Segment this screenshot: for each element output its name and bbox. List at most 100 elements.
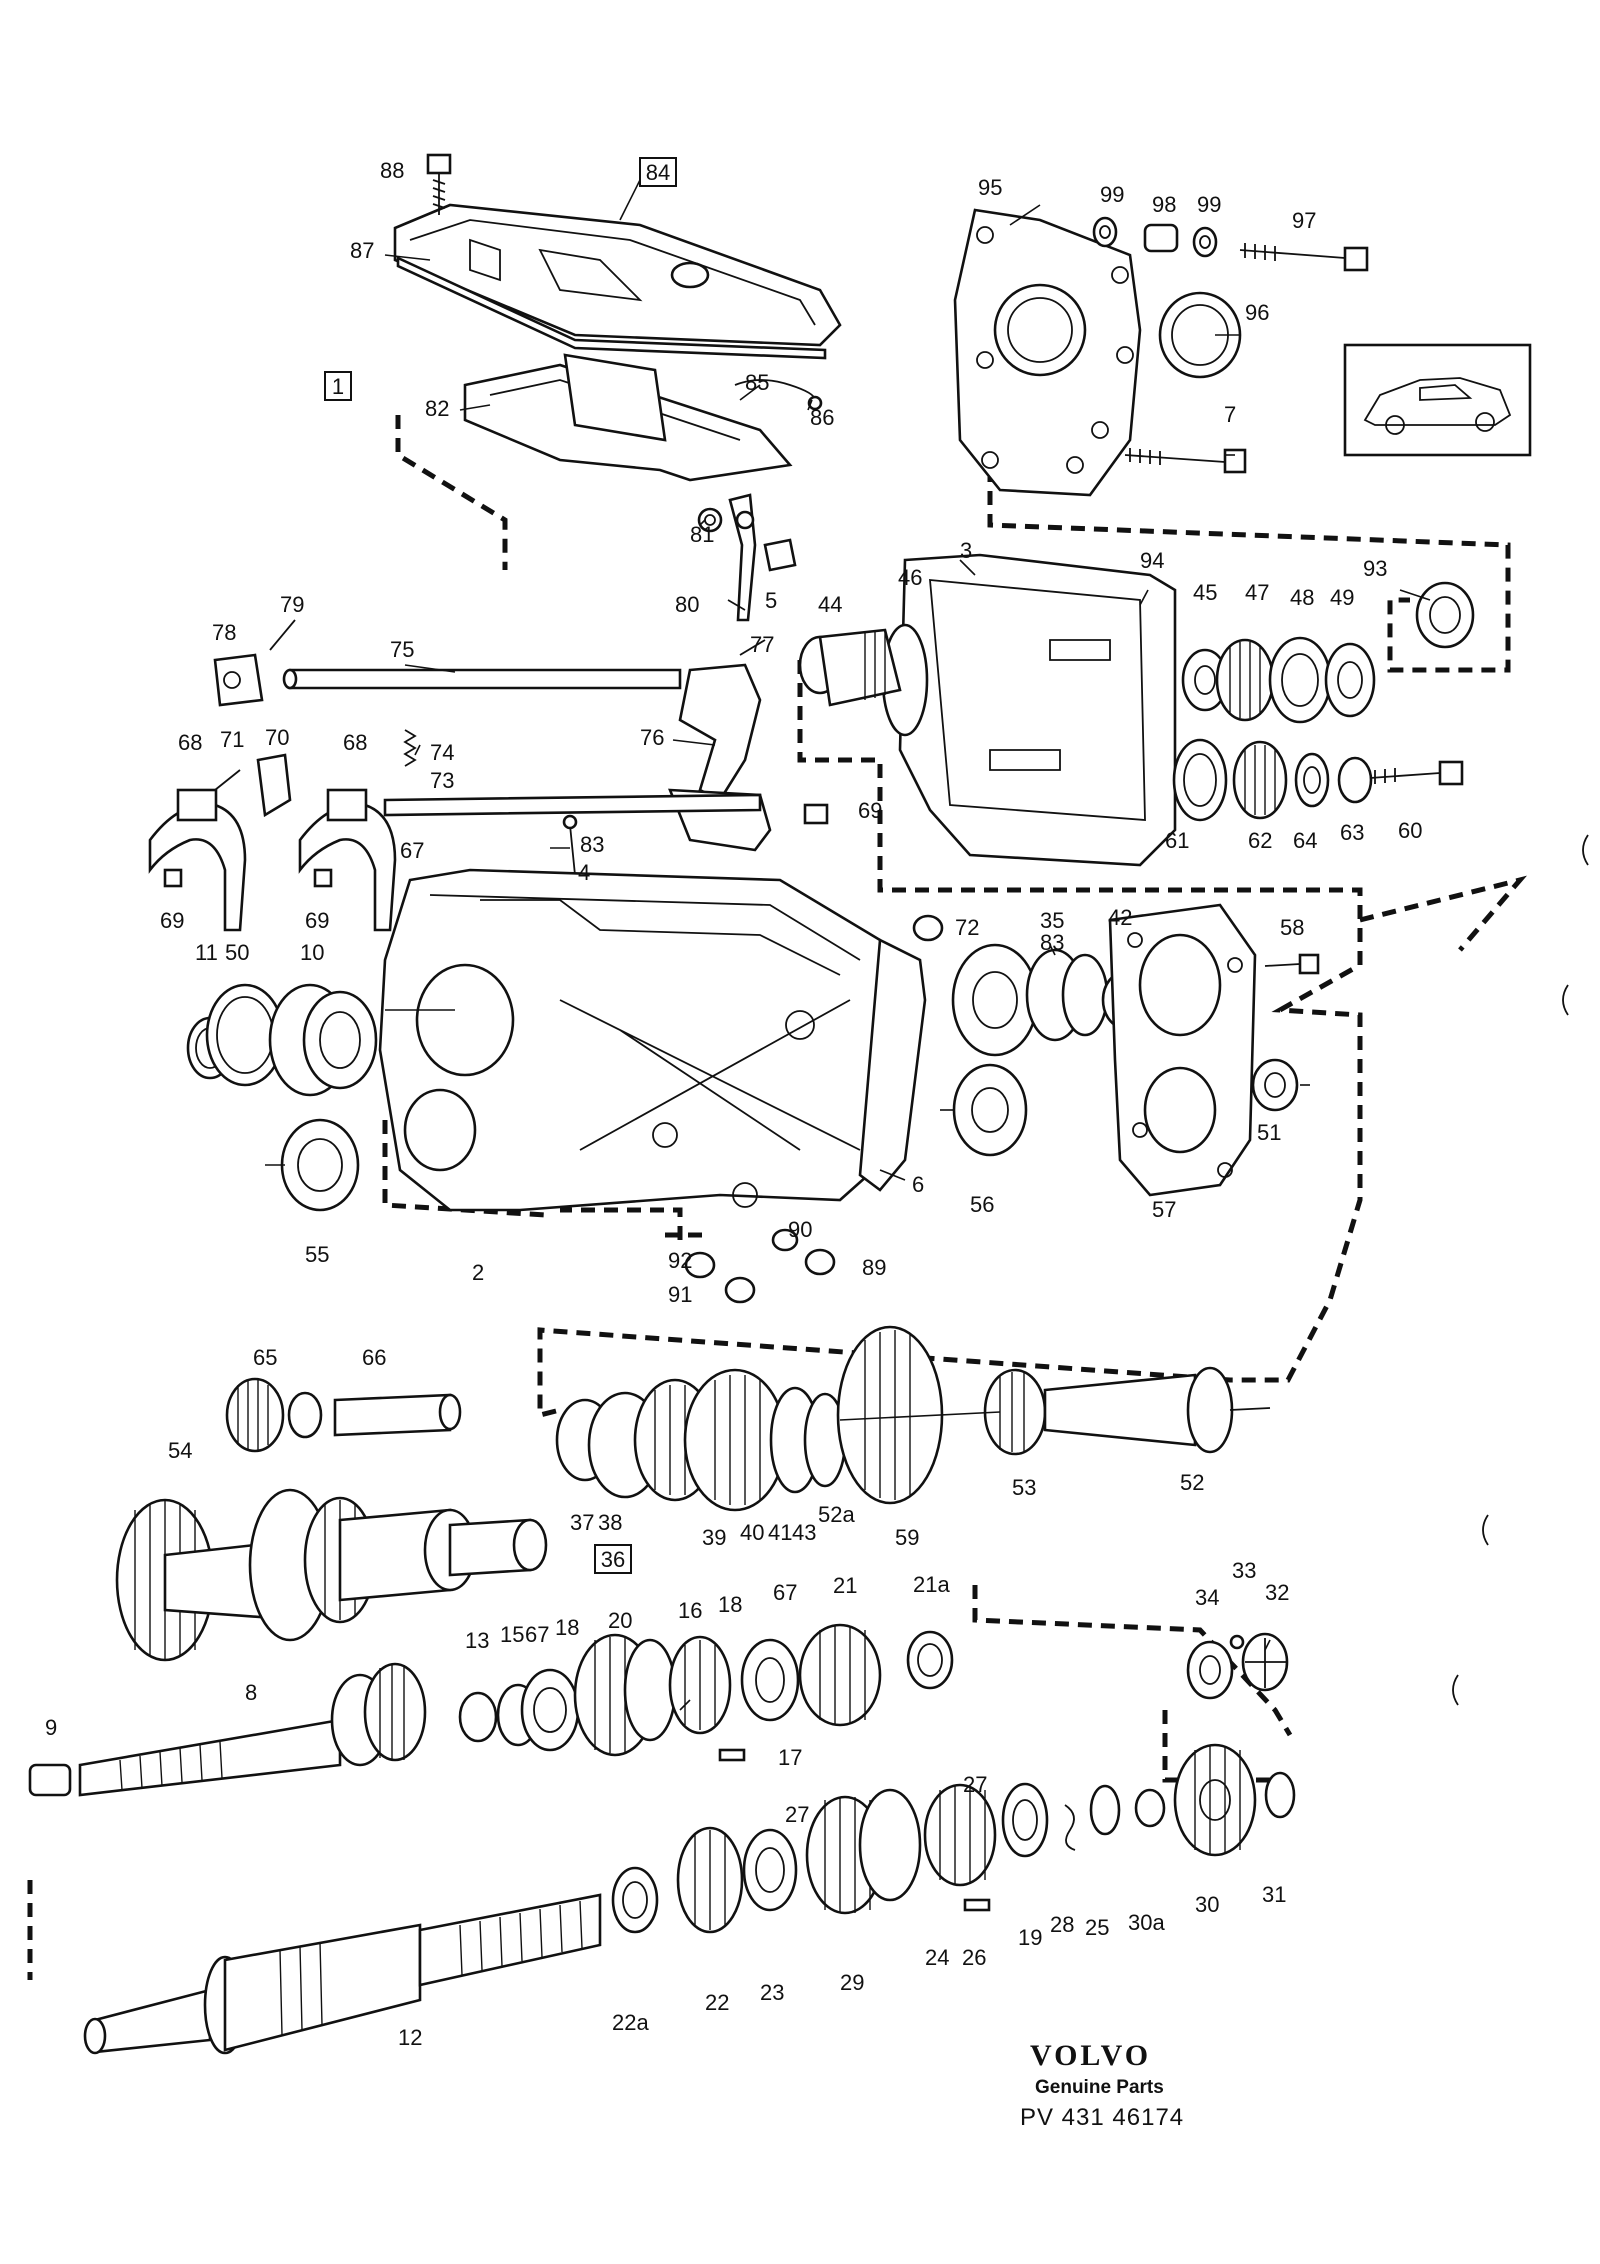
gear-24 [923, 1783, 997, 1887]
synchro-14b [740, 1638, 800, 1722]
callout: 69 [305, 908, 329, 933]
detent-69b [163, 868, 183, 888]
output-shaft-12 [83, 1893, 602, 2055]
callout: 20 [608, 1608, 632, 1633]
box-label-1-text: 1 [332, 374, 344, 399]
callout: 22a [612, 2010, 649, 2035]
callout: 10 [300, 940, 324, 965]
bolt-97 [1239, 243, 1369, 272]
margin-marks [1452, 834, 1589, 1706]
callout: 67 [525, 1622, 549, 1647]
callout: 74 [430, 740, 454, 765]
callout: 86 [810, 405, 834, 430]
callout: 67 [773, 1580, 797, 1605]
shift-rail-75 [282, 668, 682, 690]
callout: 75 [390, 637, 414, 662]
callout: 4 [578, 860, 590, 885]
volvo-brand: VOLVO [1030, 2039, 1151, 2072]
callout: 98 [1152, 192, 1176, 217]
washer-32 [1241, 1632, 1289, 1692]
pin-77 [739, 639, 766, 656]
countershaft-54 [115, 1488, 548, 1662]
callout: 65 [253, 1345, 277, 1370]
callout: 18 [555, 1615, 579, 1640]
callout: 72 [955, 915, 979, 940]
bearing-22a [611, 1866, 659, 1934]
callout: 13 [465, 1628, 489, 1653]
reverse-gear-65 [225, 1377, 323, 1453]
callout: 90 [788, 1217, 812, 1242]
pin-79 [269, 619, 296, 651]
bolt-7 [1124, 448, 1247, 474]
brand-block: VOLVO Genuine Parts PV 431 46174 [1020, 2039, 1183, 2131]
callout: 18 [718, 1592, 742, 1617]
plug-89 [804, 1248, 836, 1276]
callout: 68 [178, 730, 202, 755]
gear-16 [668, 1635, 732, 1735]
callout: 28 [1050, 1912, 1074, 1937]
callout: 30a [1128, 1910, 1165, 1935]
callout: 17 [778, 1745, 802, 1770]
callout: 85 [745, 370, 769, 395]
callout: 15 [500, 1622, 524, 1647]
shift-lever-80 [697, 493, 797, 622]
callout: 62 [1248, 828, 1272, 853]
callout: 60 [1398, 818, 1422, 843]
callout: 83 [580, 832, 604, 857]
callout: 81 [690, 522, 714, 547]
callout: 63 [1340, 820, 1364, 845]
synchro-hub-20 [573, 1633, 677, 1757]
washer-25 [1089, 1784, 1121, 1836]
callout: 21 [833, 1573, 857, 1598]
washer-34 [1186, 1640, 1234, 1700]
callout: 11 [195, 940, 218, 965]
callout: 26 [962, 1945, 986, 1970]
callout: 8 [245, 1680, 257, 1705]
callout: 19 [1018, 1925, 1042, 1950]
rear-cover-95 [953, 208, 1142, 497]
leader-lines [265, 179, 1431, 1711]
bearing-55 [280, 1118, 360, 1212]
callout: 2 [472, 1260, 484, 1285]
callout: 68 [343, 730, 367, 755]
callout: 5 [765, 588, 777, 613]
callout: 57 [1152, 1197, 1176, 1222]
callout: 52 [1180, 1470, 1204, 1495]
callout: 99 [1100, 182, 1124, 207]
callout: 42 [1108, 905, 1132, 930]
seal-96 [1158, 291, 1242, 379]
callout: 51 [1257, 1120, 1281, 1145]
callout: 80 [675, 592, 699, 617]
callout: 35 [1040, 908, 1064, 933]
shaft-52 [1043, 1366, 1271, 1454]
callout: 78 [212, 620, 236, 645]
gasket-82 [463, 353, 793, 482]
box-label-36-text: 36 [601, 1547, 625, 1572]
fork-68b [298, 788, 397, 932]
callout: 47 [1245, 580, 1269, 605]
shaft-66 [333, 1393, 462, 1437]
sleeve-48 [1268, 636, 1332, 724]
ring-23 [742, 1828, 798, 1912]
ring-19 [1001, 1782, 1049, 1858]
callout: 46 [898, 565, 922, 590]
washer-64 [1294, 752, 1330, 808]
callout: 48 [1290, 585, 1314, 610]
callout: 73 [430, 768, 454, 793]
callout: 61 [1165, 828, 1189, 853]
washer-90 [771, 1228, 799, 1252]
callout: 83 [1040, 930, 1064, 955]
gear-21 [798, 1623, 882, 1727]
callout: 44 [818, 592, 842, 617]
selector-78 [213, 653, 264, 707]
bearing-45 [1181, 648, 1229, 712]
callout: 69 [858, 798, 882, 823]
shaft-stub-44 [798, 628, 902, 707]
bearing-30a [1134, 1788, 1166, 1828]
shift-rail-67 [383, 793, 762, 817]
bolt-88 [426, 153, 452, 215]
callout: 89 [862, 1255, 886, 1280]
callout: 27 [963, 1772, 987, 1797]
spring-74 [403, 729, 417, 767]
